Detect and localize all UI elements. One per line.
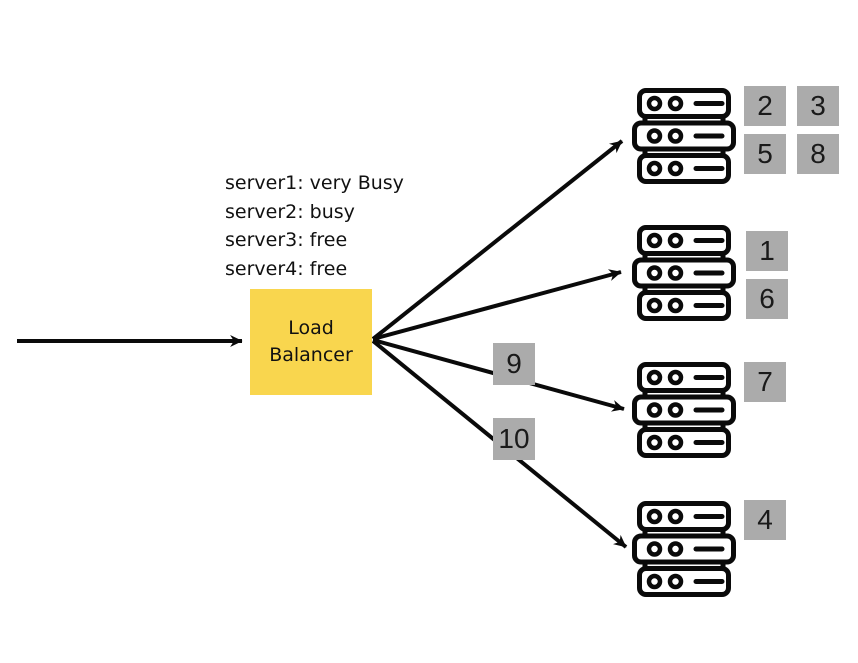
load-balancer-label: Load Balancer [269, 317, 353, 366]
in-flight-request-tile: 10 [493, 418, 535, 460]
server2-icon [635, 228, 734, 319]
queue-tile: 4 [744, 500, 786, 540]
queue-tile: 2 [744, 86, 786, 126]
queue-tile: 5 [744, 134, 786, 174]
server4-icon [635, 504, 734, 595]
queue-tile: 6 [746, 279, 788, 319]
queue-tile: 3 [797, 86, 839, 126]
arrow-to-server2 [372, 269, 622, 341]
in-flight-request-tile: 9 [493, 343, 535, 385]
server1-status: server1: very Busy [225, 172, 404, 194]
queue-tile: 1 [746, 231, 788, 271]
load-balancer-node: Load Balancer [250, 289, 372, 395]
server2-status: server2: busy [225, 200, 355, 223]
server4-status: server4: free [225, 257, 348, 280]
server-status-list: server1: very Busy server2: busy server3… [225, 169, 404, 283]
queue-tile: 8 [797, 134, 839, 174]
server3-status: server3: free [225, 229, 348, 251]
arrow-to-server1 [371, 139, 624, 341]
server3-icon [635, 365, 734, 456]
queue-tile: 7 [744, 362, 786, 402]
server1-icon [635, 91, 734, 182]
